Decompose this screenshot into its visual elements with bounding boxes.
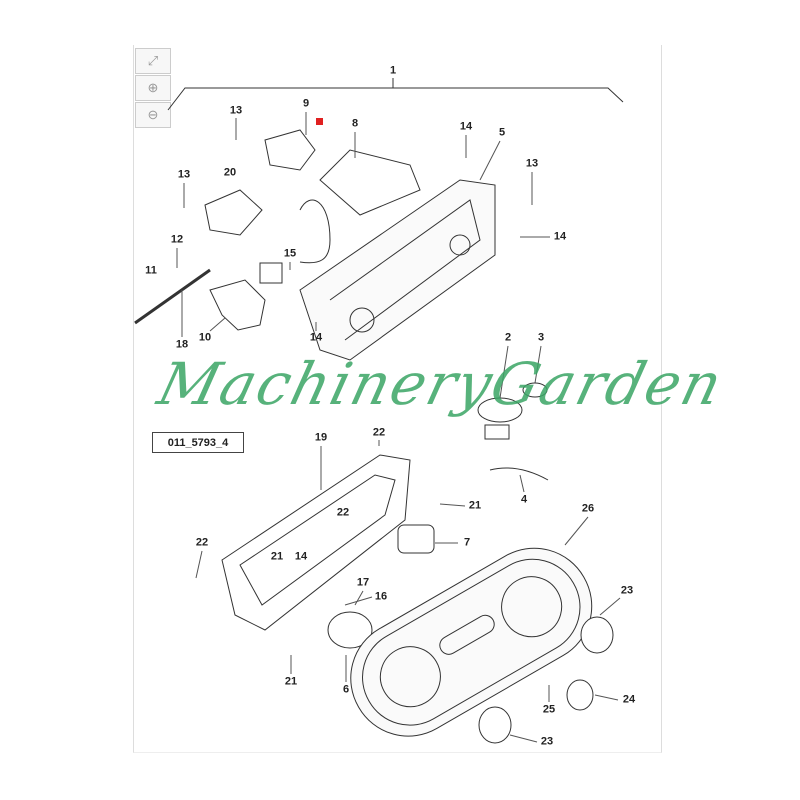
mounting-plate-19	[221, 454, 411, 631]
part-callout-label[interactable]: 25	[542, 703, 556, 716]
part-callout-label[interactable]: 14	[294, 550, 308, 563]
part-callout-label[interactable]: 23	[540, 735, 554, 748]
part-callout-label[interactable]: 18	[175, 338, 189, 351]
zoom-in-button[interactable]: ⊕	[135, 75, 171, 101]
diagram-viewer-frame	[133, 45, 662, 753]
part-callout-label[interactable]: 21	[270, 550, 284, 563]
fit-screen-button[interactable]: ⤢	[135, 48, 171, 74]
lever-10	[209, 279, 266, 331]
part-callout-label[interactable]: 14	[553, 230, 567, 243]
part-callout-label[interactable]: 19	[314, 431, 328, 444]
part-callout-label[interactable]: 21	[468, 499, 482, 512]
zoom-in-icon: ⊕	[147, 80, 159, 95]
shaft-7	[397, 524, 435, 554]
part-callout-label[interactable]: 7	[463, 536, 471, 549]
part-callout-label[interactable]: 21	[284, 675, 298, 688]
part-callout-label[interactable]: 23	[620, 584, 634, 597]
connector-15	[259, 262, 283, 284]
switch-20	[204, 189, 263, 236]
part-callout-label[interactable]: 4	[520, 493, 528, 506]
part-callout-label[interactable]: 10	[198, 331, 212, 344]
fit-screen-icon: ⤢	[147, 53, 159, 68]
part-callout-label[interactable]: 5	[498, 126, 506, 139]
part-callout-label[interactable]: 22	[195, 536, 209, 549]
assembly-bracket-line	[167, 87, 624, 111]
cable-11	[134, 268, 211, 325]
part-callout-label[interactable]: 17	[356, 576, 370, 589]
part-callout-label[interactable]: 22	[372, 426, 386, 439]
knobs	[478, 616, 614, 744]
part-callout-label[interactable]: 12	[170, 233, 184, 246]
part-callout-label[interactable]: 3	[537, 331, 545, 344]
cable-4	[489, 467, 549, 481]
part-callout-label[interactable]: 9	[302, 97, 310, 110]
part-callout-label[interactable]: 20	[223, 166, 237, 179]
part-callout-label[interactable]: 11	[145, 264, 157, 277]
part-callout-label[interactable]: 24	[622, 693, 636, 706]
control-housing	[299, 179, 496, 361]
part-callout-label[interactable]: 14	[309, 331, 323, 344]
part-id-label: 011_5793_4	[152, 432, 244, 453]
part-callout-label[interactable]: 1	[389, 64, 397, 77]
part-callout-label[interactable]: 2	[504, 331, 512, 344]
switch-assembly	[319, 149, 421, 216]
actuator-2	[477, 397, 523, 423]
hotspot-marker	[316, 118, 323, 125]
part-callout-label[interactable]: 13	[177, 168, 191, 181]
part-callout-label[interactable]: 13	[525, 157, 539, 170]
part-callout-label[interactable]: 15	[283, 247, 297, 260]
front-panel-26	[350, 547, 593, 737]
zoom-out-icon: ⊖	[147, 107, 159, 122]
part-callout-label[interactable]: 26	[581, 502, 595, 515]
part-callout-label[interactable]: 14	[459, 120, 473, 133]
part-callout-label[interactable]: 16	[374, 590, 388, 603]
switch-9	[264, 129, 316, 171]
part-callout-label[interactable]: 8	[351, 117, 359, 130]
part-callout-label[interactable]: 13	[229, 104, 243, 117]
watermark: MachineryGarden	[151, 350, 731, 418]
zoom-out-button[interactable]: ⊖	[135, 102, 171, 128]
part-3	[522, 382, 548, 398]
part-callout-label[interactable]: 22	[336, 506, 350, 519]
part-callout-label[interactable]: 6	[342, 683, 350, 696]
gear-6	[327, 611, 373, 649]
